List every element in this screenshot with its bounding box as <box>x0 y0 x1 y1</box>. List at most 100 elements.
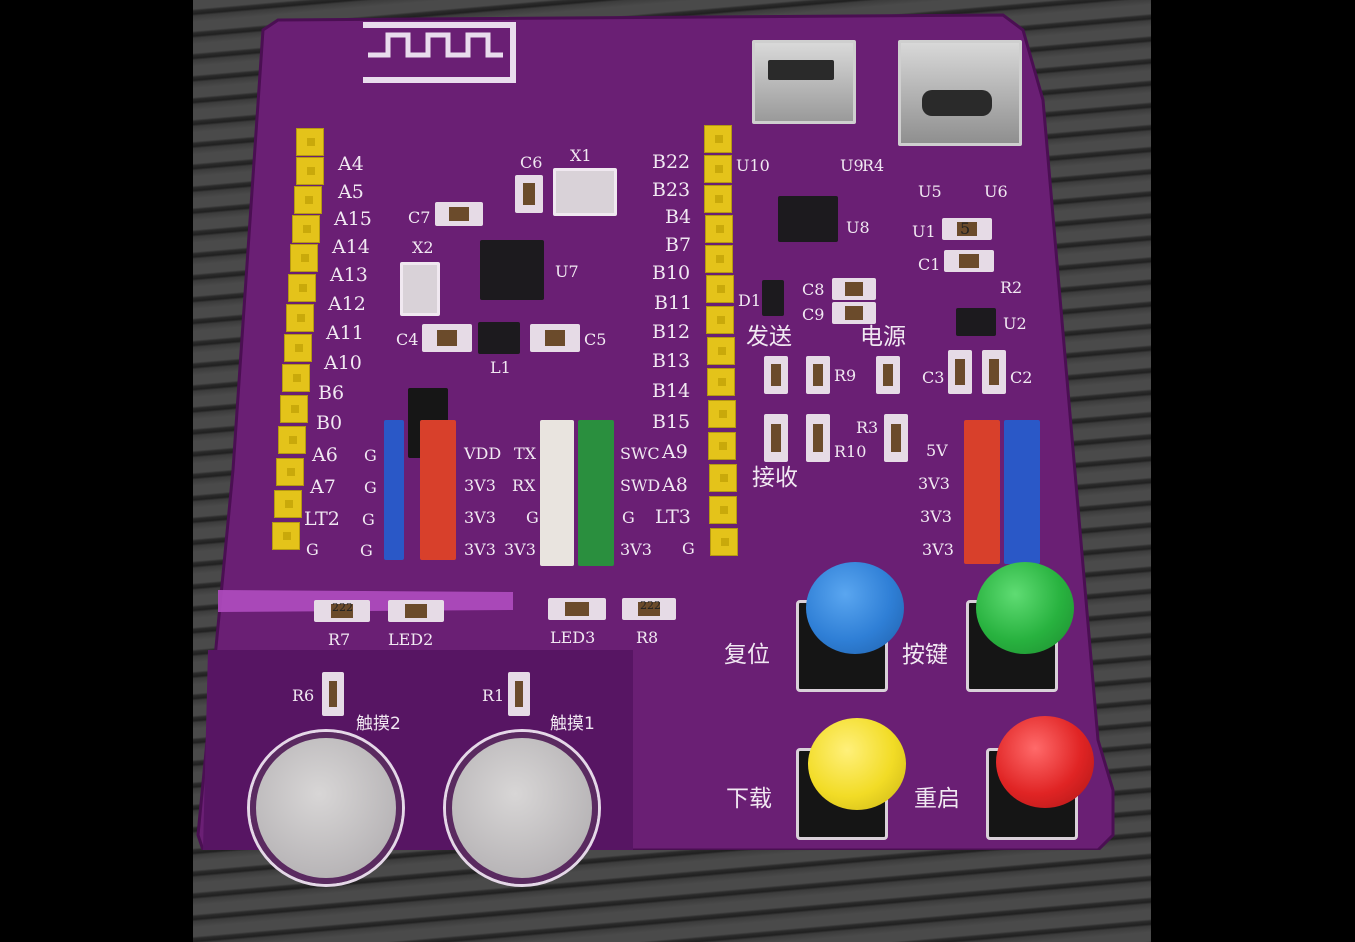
resistor-r9 <box>806 356 830 394</box>
pin-label-a7: A7 <box>310 476 336 498</box>
label-c7: C7 <box>408 208 431 227</box>
label-key: 按键 <box>902 642 948 668</box>
header-pin <box>707 368 735 396</box>
capacitor-c8 <box>832 278 876 300</box>
label-touch1: 触摸1 <box>550 714 595 734</box>
label-rx: RX <box>512 476 536 495</box>
reset-button[interactable] <box>806 562 904 654</box>
header-pin <box>278 426 306 454</box>
header-pin <box>709 496 737 524</box>
label-3v3-c: 3V3 <box>464 540 496 559</box>
resistor-r10 <box>806 414 830 462</box>
u1-marking: 5 <box>960 219 971 238</box>
led-send <box>764 356 788 394</box>
pin-label-b10: B10 <box>652 262 691 284</box>
restart-button[interactable] <box>996 716 1094 808</box>
touch-pad-1[interactable] <box>446 732 598 884</box>
header-pin <box>704 125 732 153</box>
label-r2: R2 <box>1000 278 1023 297</box>
header-pin <box>704 155 732 183</box>
header-pin <box>294 186 322 214</box>
inductor-l1 <box>478 322 520 354</box>
pin-label-a6: A6 <box>312 444 338 466</box>
touch-pad-2[interactable] <box>250 732 402 884</box>
label-3v3-b: 3V3 <box>464 508 496 527</box>
label-reset: 复位 <box>724 642 770 668</box>
label-c2: C2 <box>1010 368 1033 387</box>
diode-d1 <box>762 280 784 316</box>
label-u10: U10 <box>736 156 770 175</box>
header-pin <box>286 304 314 332</box>
pin-label-b7: B7 <box>665 234 692 256</box>
header-pin <box>290 244 318 272</box>
pin-label-a12: A12 <box>328 293 366 315</box>
crystal-x1 <box>553 168 617 216</box>
key-button[interactable] <box>976 562 1074 654</box>
capacitor-c4 <box>422 324 472 352</box>
label-download: 下载 <box>726 786 772 812</box>
r7-marking: 222 <box>332 601 353 614</box>
label-u1: U1 <box>912 222 936 241</box>
pin-label-b15: B15 <box>652 411 691 433</box>
header-pin <box>710 528 738 556</box>
pin-label-g: G <box>306 540 319 559</box>
label-u6: U6 <box>984 182 1008 201</box>
label-3v3-e: 3V3 <box>620 540 652 559</box>
label-3v3-d: 3V3 <box>504 540 536 559</box>
label-3v3-h: 3V3 <box>922 540 954 559</box>
pin-label-g2: G <box>682 539 695 558</box>
label-r8: R8 <box>636 628 659 647</box>
label-l1: L1 <box>490 358 511 377</box>
header-pin <box>296 128 324 156</box>
header-pin <box>708 400 736 428</box>
pin-label-a9: A9 <box>662 441 688 463</box>
header-pin <box>704 185 732 213</box>
blue-header <box>384 420 404 560</box>
usb-port-opening <box>768 60 834 80</box>
header-pin <box>296 157 324 185</box>
green-header <box>578 420 614 566</box>
resistor-r6 <box>322 672 344 716</box>
pin-label-a15: A15 <box>334 208 372 230</box>
header-pin <box>292 215 320 243</box>
usb-c-port-opening <box>922 90 992 116</box>
regulator-u1 <box>942 218 992 240</box>
pin-label-b12: B12 <box>652 321 691 343</box>
capacitor-c5 <box>530 324 580 352</box>
pin-label-b11: B11 <box>654 292 693 314</box>
resistor-r7 <box>314 600 370 622</box>
label-swc: SWC <box>620 444 660 463</box>
label-r1: R1 <box>482 686 505 705</box>
label-vdd: VDD <box>464 444 502 463</box>
label-3v3-a: 3V3 <box>464 476 496 495</box>
label-c1: C1 <box>918 255 941 274</box>
white-header <box>540 420 574 566</box>
label-u7: U7 <box>555 262 579 281</box>
pin-label-b14: B14 <box>652 380 691 402</box>
label-c8: C8 <box>802 280 825 299</box>
label-power: 电源 <box>860 324 906 350</box>
blue-power-header <box>1004 420 1040 564</box>
header-pin <box>706 275 734 303</box>
download-button[interactable] <box>808 718 906 810</box>
label-tx: TX <box>514 444 537 463</box>
pin-label-b23: B23 <box>652 179 691 201</box>
pin-label-b6: B6 <box>318 382 345 404</box>
capacitor-c7 <box>435 202 483 226</box>
pin-label-a13: A13 <box>330 264 368 286</box>
header-pin <box>288 274 316 302</box>
label-x2: X2 <box>412 238 434 257</box>
label-led2: LED2 <box>388 630 434 649</box>
label-u9: U9 <box>840 156 864 175</box>
resistor-r8 <box>622 598 676 620</box>
led3 <box>548 598 606 620</box>
label-r10: R10 <box>834 442 867 461</box>
resistor-r3 <box>884 414 908 462</box>
pin-label-b13: B13 <box>652 350 691 372</box>
crystal-x2 <box>400 262 440 316</box>
label-d1: D1 <box>738 291 762 310</box>
capacitor-c3 <box>948 350 972 394</box>
label-c9: C9 <box>802 305 825 324</box>
label-r6: R6 <box>292 686 315 705</box>
